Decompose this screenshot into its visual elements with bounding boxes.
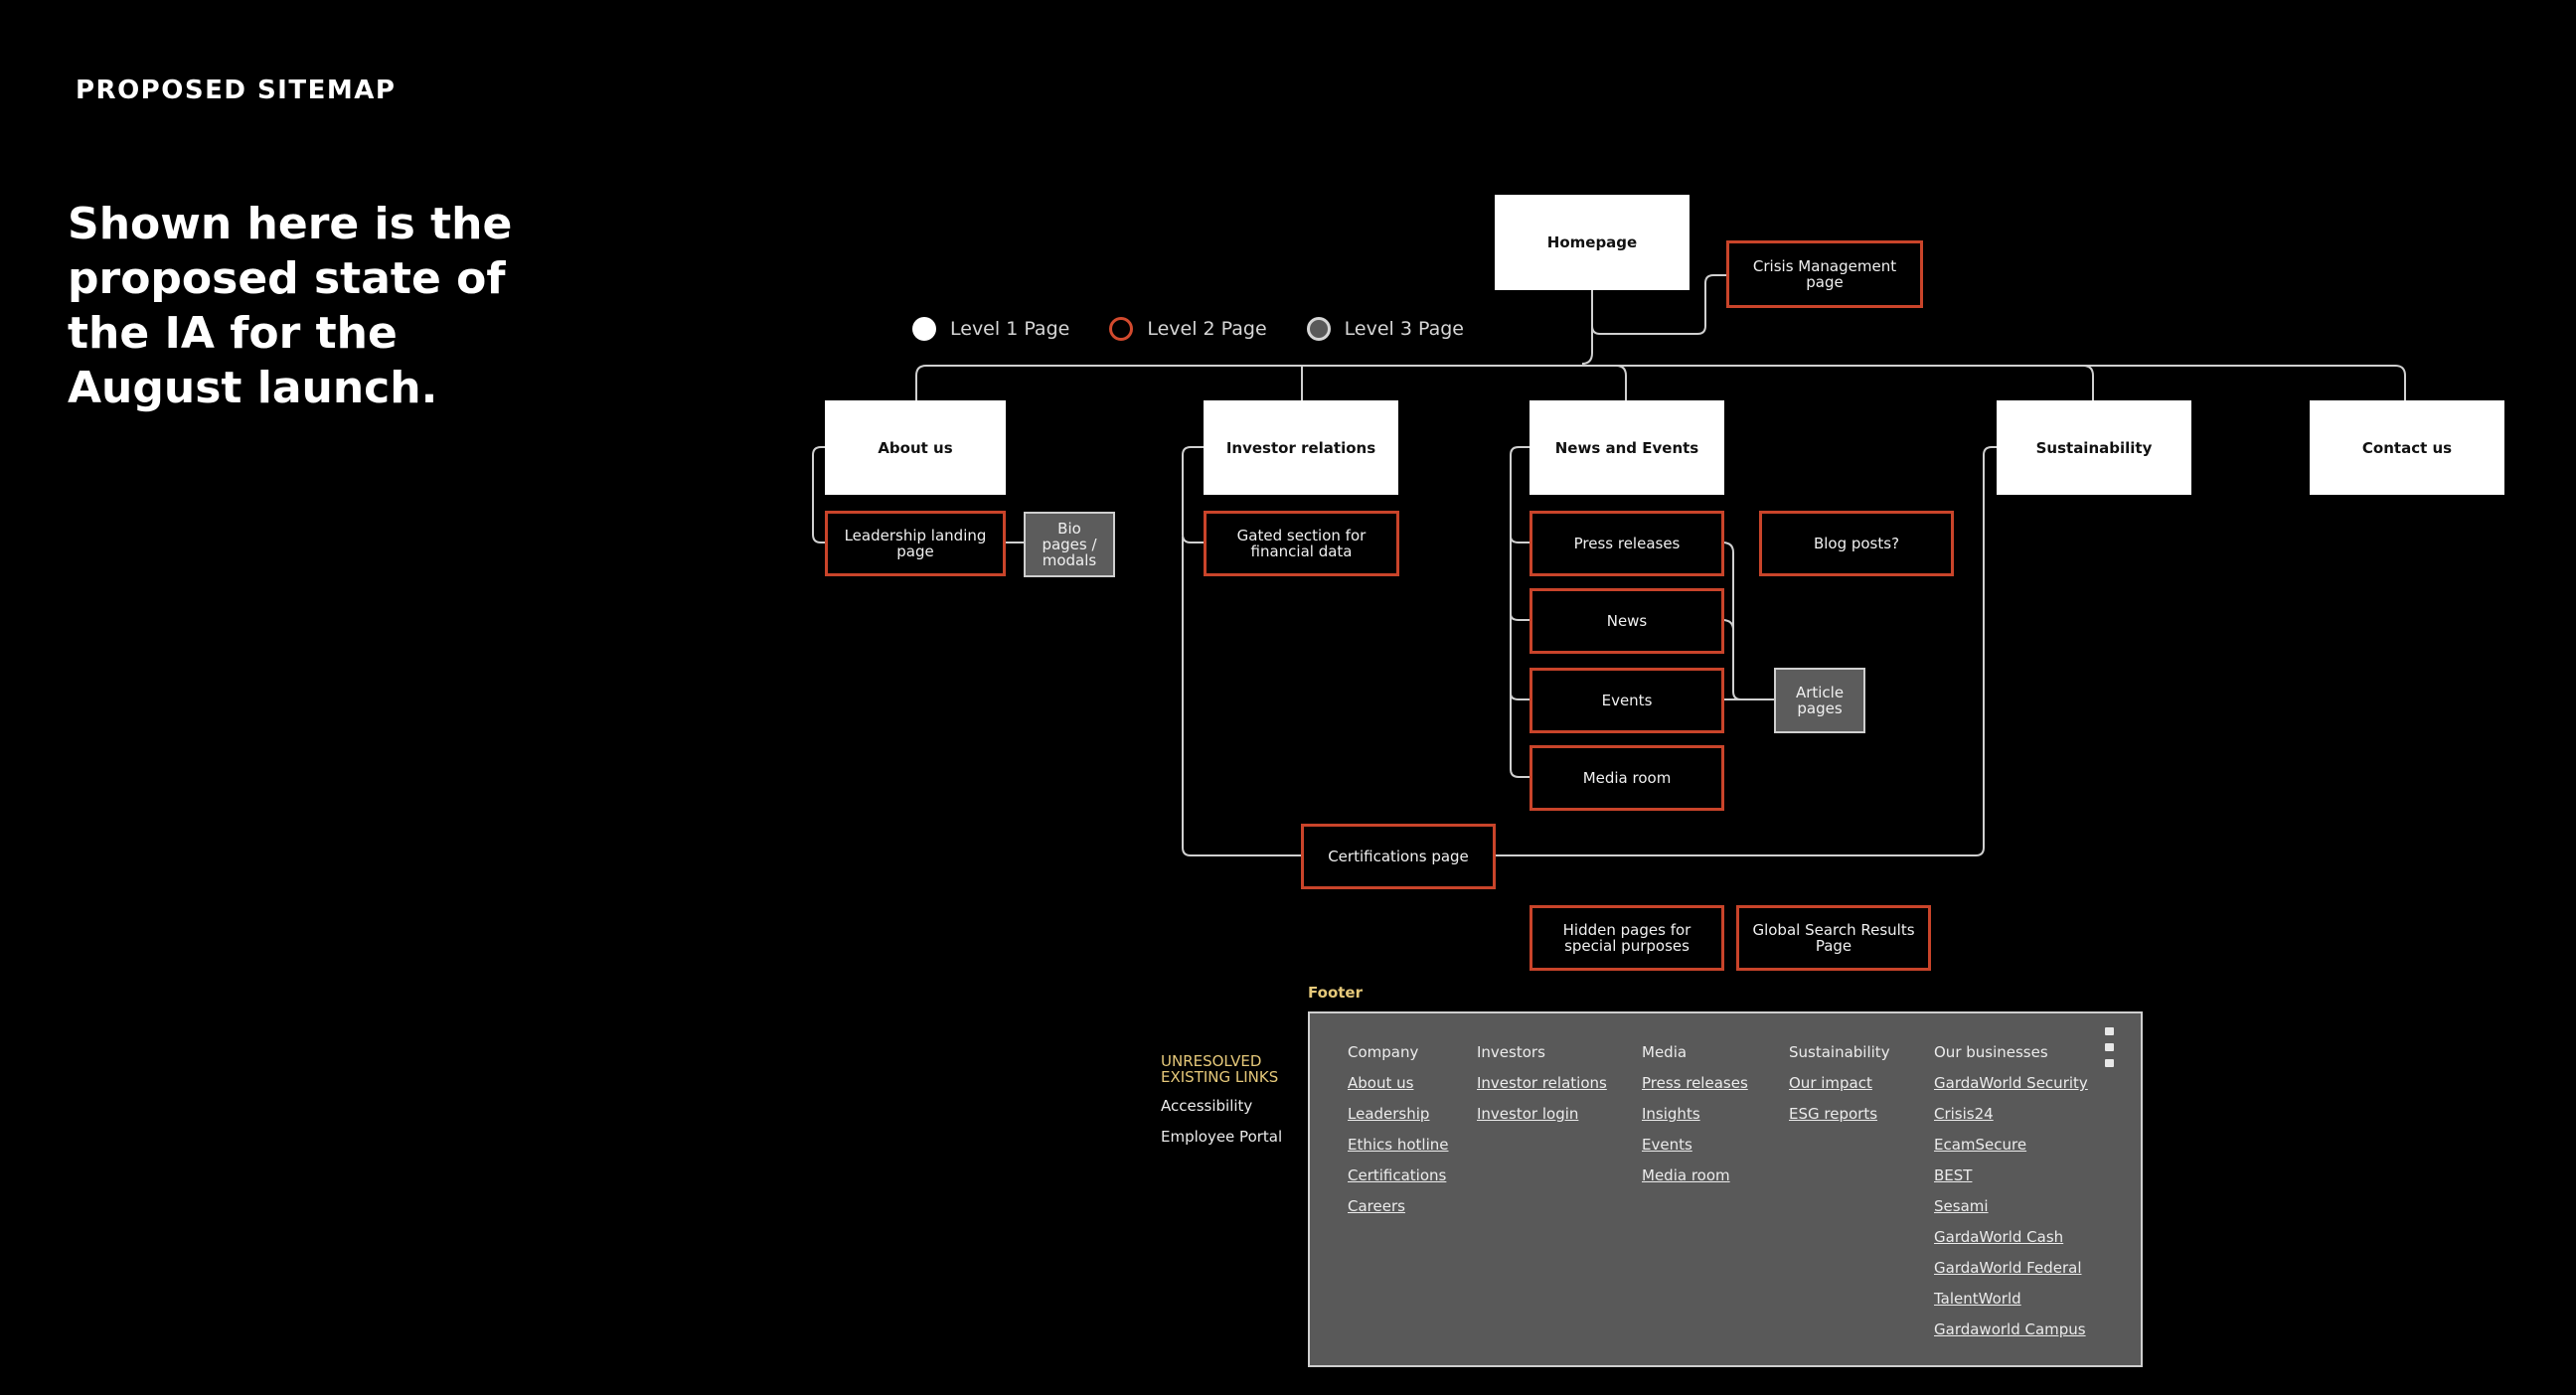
connector-investor-certifications [1182,537,1302,856]
connector-homepage-trunk [1581,290,1593,365]
connector-about-leadership [812,446,826,543]
footer-col-businesses: Our businesses GardaWorld Security Crisi… [1934,1043,2088,1351]
footer-link[interactable]: BEST [1934,1166,1973,1184]
connector-level1-bus [915,365,2406,401]
footer-col-heading: Our businesses [1934,1043,2048,1061]
node-hidden-pages: Hidden pages for special purposes [1530,905,1724,971]
node-certifications: Certifications page [1301,824,1496,889]
footer-panel: Company About us Leadership Ethics hotli… [1308,1011,2143,1367]
connector-news-children [1510,446,1530,778]
instagram-icon[interactable] [2105,1059,2114,1067]
footer-col-investors: Investors Investor relations Investor lo… [1477,1043,1607,1136]
footer-col-company: Company About us Leadership Ethics hotli… [1348,1043,1449,1228]
footer-col-heading: Sustainability [1789,1043,1890,1061]
level2-dot-icon [1109,317,1134,341]
footer-link[interactable]: Certifications [1348,1166,1447,1184]
connector-news-news [1510,613,1530,621]
footer-col-heading: Company [1348,1043,1419,1061]
node-news-and-events: News and Events [1530,400,1724,495]
footer-link[interactable]: Leadership [1348,1105,1430,1123]
connector-news-events [1510,693,1530,700]
node-sustainability: Sustainability [1997,400,2191,495]
node-about-us: About us [825,400,1006,495]
node-article-pages: Article pages [1774,668,1865,733]
connector-sustainability-drop [2082,365,2094,401]
footer-col-heading: Investors [1477,1043,1545,1061]
node-homepage: Homepage [1495,195,1690,290]
footer-link[interactable]: Our impact [1789,1074,1872,1092]
footer-link[interactable]: Ethics hotline [1348,1136,1449,1154]
level3-dot-icon [1306,317,1331,341]
legend: Level 1 Page Level 2 Page Level 3 Page [912,314,1504,344]
footer-link[interactable]: GardaWorld Federal [1934,1259,2082,1277]
node-investor-relations: Investor relations [1204,400,1398,495]
footer-link[interactable]: Events [1642,1136,1692,1154]
footer-link[interactable]: GardaWorld Cash [1934,1228,2064,1246]
node-bio-pages: Bio pages / modals [1024,512,1115,577]
legend-level3: Level 3 Page [1306,317,1464,341]
unresolved-item-accessibility[interactable]: Accessibility [1161,1097,1253,1115]
legend-level1: Level 1 Page [912,317,1069,341]
page-eyebrow: PROPOSED SITEMAP [76,76,397,105]
node-crisis-management: Crisis Management page [1726,240,1923,308]
connector-news-press [1510,536,1530,543]
footer-link[interactable]: Crisis24 [1934,1105,1994,1123]
footer-link[interactable]: Insights [1642,1105,1700,1123]
footer-link[interactable]: Sesami [1934,1197,1989,1215]
node-events: Events [1530,668,1724,733]
node-gated-financial: Gated section for financial data [1204,511,1399,576]
footer-link[interactable]: Gardaworld Campus [1934,1320,2086,1338]
footer-col-heading: Media [1642,1043,1688,1061]
footer-link[interactable]: EcamSecure [1934,1136,2027,1154]
connector-homepage-crisis [1591,274,1727,335]
footer-link[interactable]: Investor relations [1477,1074,1607,1092]
node-media-room: Media room [1530,745,1724,811]
node-contact-us: Contact us [2310,400,2504,495]
legend-level2: Level 2 Page [1109,317,1267,341]
legend-level1-label: Level 1 Page [950,318,1070,340]
linkedin-icon[interactable] [2105,1027,2114,1035]
footer-link[interactable]: Media room [1642,1166,1730,1184]
footer-link[interactable]: Careers [1348,1197,1405,1215]
level1-dot-icon [912,317,936,341]
unresolved-heading: UNRESOLVED EXISTING LINKS [1161,1052,1279,1086]
footer-link[interactable]: TalentWorld [1934,1290,2021,1308]
node-news: News [1530,588,1724,654]
page-headline: Shown here is the proposed state of the … [68,199,513,413]
legend-level3-label: Level 3 Page [1344,318,1464,340]
connector-sustainability-certifications [1495,446,1998,856]
node-global-search: Global Search Results Page [1736,905,1931,971]
legend-level2-label: Level 2 Page [1147,318,1267,340]
footer-label: Footer [1308,984,1363,1002]
node-blog-posts: Blog posts? [1759,511,1954,576]
footer-social [2105,1027,2115,1075]
footer-link[interactable]: Press releases [1642,1074,1748,1092]
node-leadership-landing: Leadership landing page [825,511,1006,576]
footer-col-sustainability: Sustainability Our impact ESG reports [1789,1043,1890,1136]
youtube-icon[interactable] [2105,1043,2114,1051]
connector-news-drop [1615,365,1627,401]
footer-link[interactable]: ESG reports [1789,1105,1878,1123]
footer-link[interactable]: Investor login [1477,1105,1579,1123]
node-press-releases: Press releases [1530,511,1724,576]
footer-link[interactable]: GardaWorld Security [1934,1074,2088,1092]
footer-link[interactable]: About us [1348,1074,1414,1092]
unresolved-item-employee-portal[interactable]: Employee Portal [1161,1128,1283,1146]
connector-investor-gated [1182,446,1205,543]
footer-col-media: Media Press releases Insights Events Med… [1642,1043,1748,1197]
